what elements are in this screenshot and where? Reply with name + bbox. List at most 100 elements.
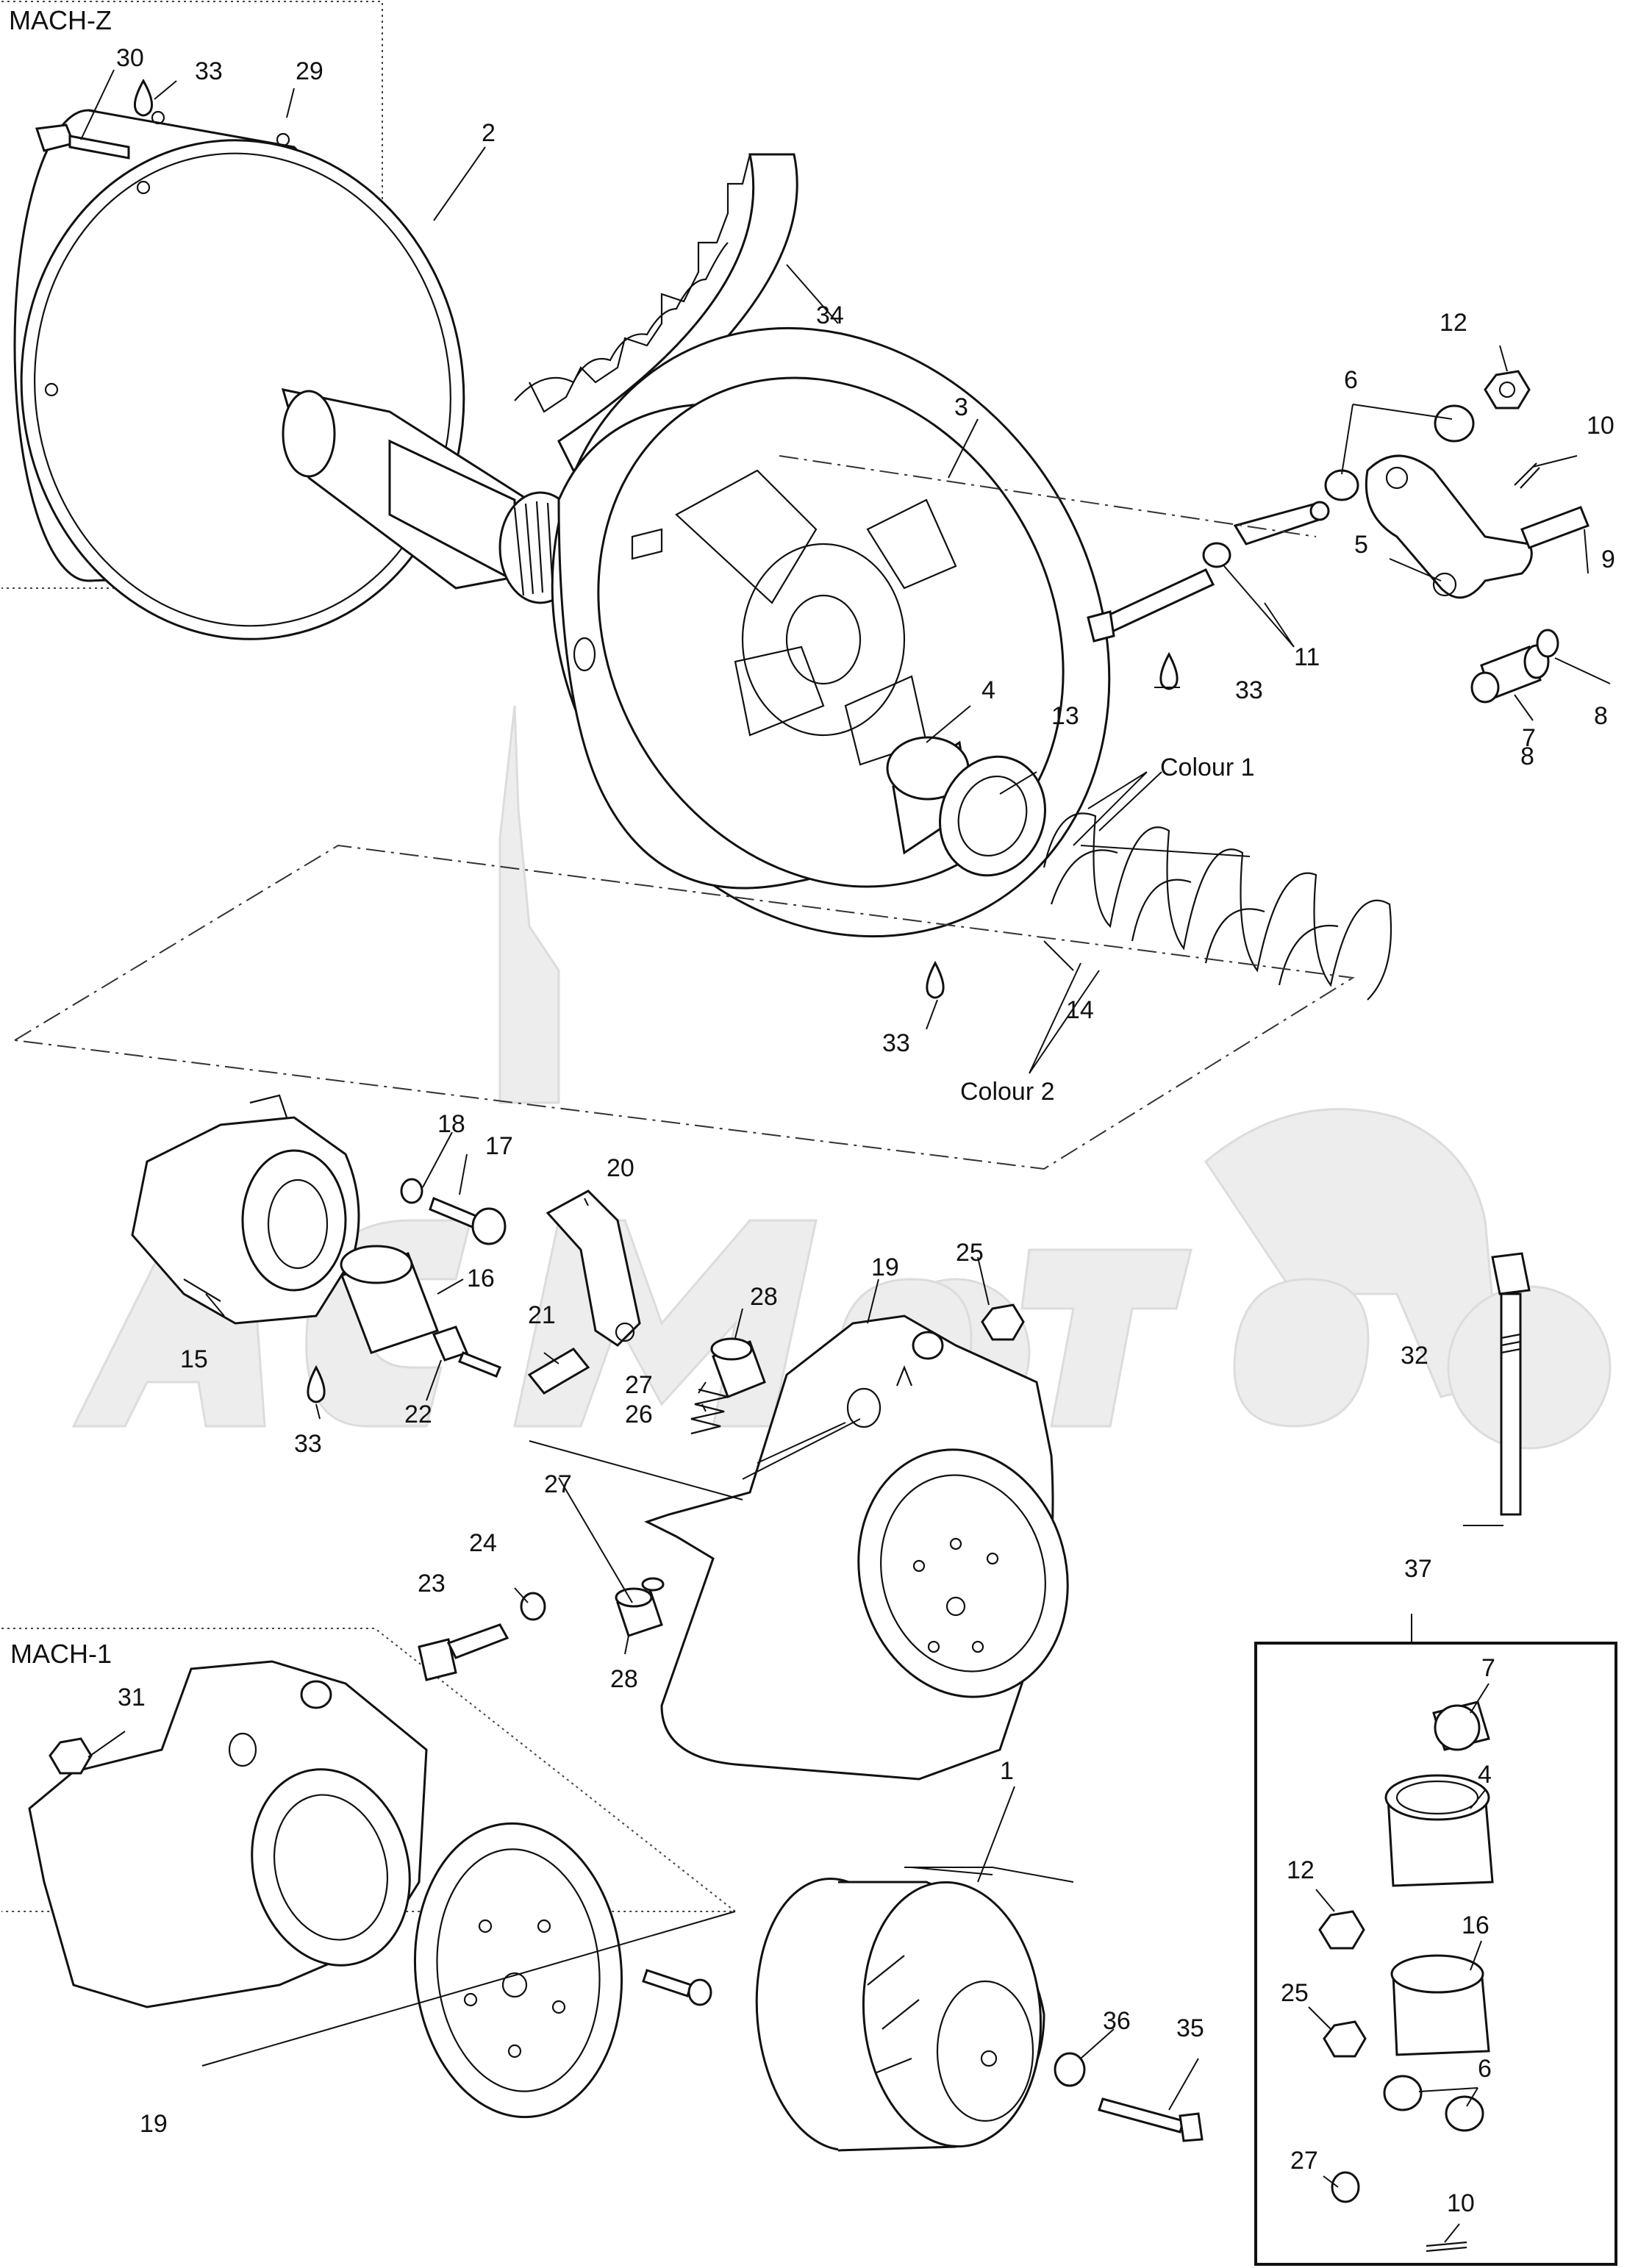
callout-4: 4 (981, 676, 995, 704)
mach-z-section: MACH-Z (1, 1, 383, 589)
callout-33d: 33 (294, 1430, 322, 1458)
callout-26: 26 (625, 1400, 653, 1428)
kit-callout-7: 7 (1481, 1654, 1495, 1682)
callout-8b: 8 (1520, 743, 1534, 770)
bushing-4 (886, 736, 972, 855)
bolt-32 (1491, 1252, 1531, 1516)
kit-callout-16: 16 (1462, 1911, 1490, 1939)
screw-22 (432, 1326, 501, 1378)
callout-27: 27 (625, 1371, 653, 1399)
leader-lines (80, 69, 1611, 2243)
kit-bushing-4 (1384, 1774, 1494, 1887)
callout-8: 8 (1594, 702, 1608, 730)
callouts: 30 33 29 2 34 3 12 6 10 5 9 11 33 8 7 8 … (116, 44, 1615, 2138)
callout-19: 19 (871, 1253, 899, 1281)
callout-7: 7 (1522, 724, 1536, 752)
callout-33b: 33 (1235, 676, 1263, 704)
callout-14: 14 (1066, 996, 1094, 1024)
callout-29: 29 (296, 57, 323, 85)
kit-box-37 (1254, 1642, 1617, 2266)
kit-callout-4: 4 (1478, 1761, 1492, 1789)
kit-o-ring-27 (1331, 2171, 1360, 2203)
spring-26 (690, 1388, 729, 1435)
nut-25 (981, 1303, 1025, 1341)
callout-20: 20 (607, 1154, 634, 1182)
lever-20 (546, 1190, 641, 1347)
callout-19b: 19 (140, 2110, 168, 2138)
nut-31 (49, 1737, 93, 1775)
screw-11 (1087, 568, 1215, 643)
callout-21: 21 (528, 1301, 556, 1329)
callout-16: 16 (467, 1264, 495, 1292)
kit-roller-6 (1383, 2075, 1484, 2132)
callout-31: 31 (118, 1684, 146, 1711)
kit-roller-7 (1432, 1700, 1490, 1751)
kit-cotter-pin-10 (1426, 2241, 1467, 2253)
spring-14 (1043, 812, 1392, 1001)
o-ring-27 (641, 1577, 665, 1592)
colour-2-label: Colour 2 (960, 1078, 1055, 1106)
kit-callout-10: 10 (1447, 2189, 1475, 2217)
callout-33c: 33 (882, 1029, 910, 1057)
nut-12 (1484, 370, 1531, 409)
callout-22: 22 (404, 1400, 432, 1428)
callout-24: 24 (469, 1529, 497, 1557)
grease-drop-icon (926, 960, 945, 999)
governor-cup-15 (131, 1094, 360, 1325)
callout-9: 9 (1601, 545, 1615, 573)
spider-19 (644, 1314, 1069, 1781)
callout-35: 35 (1176, 2014, 1204, 2042)
callout-30: 30 (116, 44, 144, 72)
cap-28b (615, 1587, 663, 1637)
grease-drop-icon (134, 78, 153, 117)
callout-28b: 28 (610, 1665, 638, 1693)
kit-callout-6: 6 (1478, 2055, 1492, 2083)
callout-33: 33 (195, 57, 223, 85)
bolt-30 (35, 124, 130, 160)
bolt-23 (418, 1623, 509, 1681)
callout-36: 36 (1103, 2007, 1131, 2035)
bolt-35 (1098, 2097, 1204, 2142)
grease-drop-icon (1159, 651, 1179, 690)
colour-1-label: Colour 1 (1160, 754, 1255, 781)
mach-1-label: MACH-1 (10, 1639, 112, 1669)
kit-bushing-16 (1390, 1954, 1490, 2056)
assembly-guide (12, 455, 1355, 1170)
kit-callout-25: 25 (1281, 1979, 1309, 2007)
callout-1: 1 (1000, 1757, 1014, 1785)
callout-12: 12 (1440, 309, 1467, 337)
roller-21 (527, 1348, 590, 1395)
washer-36 (1054, 2052, 1086, 2087)
callout-23: 23 (418, 1570, 446, 1598)
callout-25: 25 (956, 1239, 984, 1267)
bushing-16 (340, 1245, 439, 1354)
driven-pulley-1 (755, 1877, 1045, 2152)
callout-2: 2 (482, 119, 496, 147)
mach-z-label: MACH-Z (9, 5, 112, 35)
mach-1-section: MACH-1 (1, 1628, 737, 1912)
pin-11 (1202, 501, 1330, 568)
driven-plate (413, 1822, 623, 2119)
callout-34: 34 (816, 301, 844, 329)
cap-28 (710, 1337, 766, 1398)
washer-8 (1470, 629, 1559, 704)
screw-mach-1 (642, 1969, 712, 2006)
callout-6: 6 (1344, 366, 1358, 394)
kit-nut-25 (1323, 2020, 1367, 2058)
callout-11: 11 (1294, 643, 1320, 671)
pin-9 (1520, 506, 1590, 549)
roller-6 (1324, 404, 1475, 501)
callout-27b: 27 (544, 1470, 572, 1498)
callout-3: 3 (954, 393, 968, 421)
kit-callout-27: 27 (1290, 2147, 1318, 2175)
lever-5 (1365, 454, 1533, 599)
spider-19-mach-1 (28, 1660, 428, 2008)
washer-24 (520, 1592, 546, 1621)
grease-drop-icon (307, 1364, 326, 1403)
seal-13 (938, 755, 1047, 877)
callout-5: 5 (1354, 531, 1368, 559)
cotter-pin-10 (1514, 462, 1540, 489)
callout-15: 15 (180, 1345, 208, 1373)
kit-callout-12: 12 (1287, 1856, 1315, 1884)
